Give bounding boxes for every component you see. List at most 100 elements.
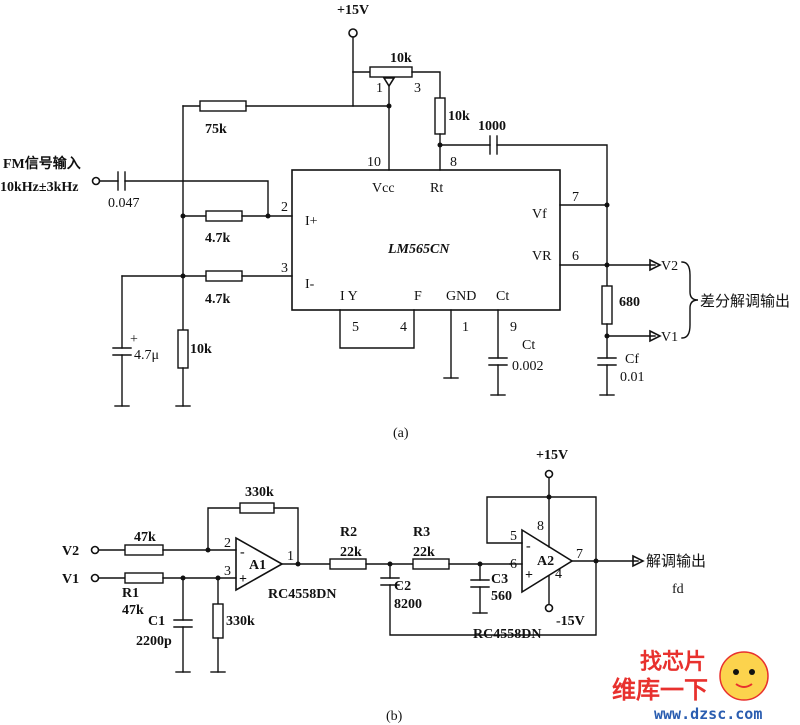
a2-name: A2	[537, 554, 554, 569]
a1-pin2: 2	[224, 536, 231, 551]
v2-arrow	[649, 258, 662, 272]
pin-number-5: 5	[352, 320, 359, 335]
ct-label: Ct	[522, 338, 535, 353]
diff-output-label: 差分解调输出	[700, 292, 790, 310]
r-680	[601, 285, 613, 325]
ic-lm565	[291, 169, 561, 311]
junction-pin8	[437, 142, 443, 148]
wire-pin5-pin4-loop	[339, 309, 415, 349]
watermark-url: www.dzsc.com	[654, 705, 762, 723]
r1-label: R1	[122, 586, 139, 601]
r2	[329, 558, 367, 570]
cf-value: 0.01	[620, 370, 645, 385]
a1-part: RC4558DN	[268, 587, 336, 602]
pin-number-8: 8	[450, 155, 457, 170]
r1-value: 47k	[122, 603, 144, 618]
r3	[412, 558, 450, 570]
cf-label: Cf	[625, 352, 639, 367]
r-330k-fb	[239, 502, 275, 514]
supply-terminal-b-pos	[544, 469, 554, 479]
watermark-line2: 维库一下	[612, 676, 708, 704]
r-10k-bottom	[177, 329, 189, 369]
pin-number-7: 7	[572, 190, 579, 205]
r-330k-fb-label: 330k	[245, 485, 274, 500]
pin-number-2: 2	[281, 200, 288, 215]
wire-fb-left	[207, 507, 241, 551]
pin-number-10: 10	[367, 155, 381, 170]
fm-input-label-line1: FM信号输入	[3, 155, 81, 172]
demod-output-label: 解调输出	[646, 552, 706, 570]
figure-b-caption: (b)	[386, 709, 403, 724]
supply-terminal-a	[348, 28, 358, 38]
fm-input-label-line2: 10kHz±3kHz	[0, 180, 78, 195]
junction-a2-out	[593, 558, 599, 564]
c2-label: C2	[394, 579, 411, 594]
r-47k-b	[205, 270, 243, 282]
pot-10k	[369, 66, 413, 78]
a2-pin4: 4	[555, 567, 562, 582]
r-330k-gnd	[212, 603, 224, 639]
r3-value: 22k	[413, 545, 435, 560]
r2-label: R2	[340, 525, 357, 540]
pin-vcc-label: Vcc	[372, 181, 395, 196]
pin-number-6: 6	[572, 249, 579, 264]
r-47k-b-label: 4.7k	[205, 292, 231, 307]
a2-part: RC4558DN	[473, 627, 541, 642]
a1-pin3: 3	[224, 564, 231, 579]
v1-label-a: V1	[661, 330, 678, 345]
pin-number-1: 1	[462, 320, 469, 335]
pin-number-3: 3	[281, 261, 288, 276]
c3-label: C3	[491, 572, 508, 587]
fd-label: fd	[672, 582, 684, 597]
v1-terminal-b	[90, 573, 100, 583]
supply-terminal-b-neg	[544, 603, 554, 613]
pot-pin1: 1	[376, 81, 383, 96]
c1-label: C1	[148, 614, 165, 629]
c-47u-plus: +	[130, 332, 138, 347]
wire-pot-right	[411, 71, 441, 99]
supply-label-a: +15V	[337, 3, 369, 18]
pot-pin3: 3	[414, 81, 421, 96]
a1-plus: +	[239, 572, 247, 587]
a2-pin5: 5	[510, 529, 517, 544]
r-10k-bottom-label: 10k	[190, 342, 212, 357]
r-75k-label: 75k	[205, 122, 227, 137]
a1-minus: -	[240, 545, 245, 560]
mascot-eye-right	[749, 669, 755, 675]
output-brace	[681, 261, 699, 339]
wire-fm-to-pin2	[124, 180, 293, 217]
c-47u-label: 4.7μ	[134, 348, 159, 363]
c-0047-label: 0.047	[108, 196, 140, 211]
fm-input-terminal	[91, 176, 101, 186]
r1	[124, 572, 164, 584]
supply-label-b-neg: -15V	[556, 614, 585, 629]
a2-minus: -	[526, 539, 531, 554]
r-10k-rt-label: 10k	[448, 109, 470, 124]
v1-label-b: V1	[62, 572, 79, 587]
pin-iy-label: I Y	[340, 289, 358, 304]
a1-pin1: 1	[287, 549, 294, 564]
a1-name: A1	[249, 558, 266, 573]
r-47k-a	[205, 210, 243, 222]
pin-ct-label: Ct	[496, 289, 509, 304]
c2-value: 8200	[394, 597, 422, 612]
wire-1000-right	[496, 144, 608, 206]
ic-name: LM565CN	[387, 242, 450, 257]
output-arrow-b	[632, 554, 645, 568]
v2-label-a: V2	[661, 259, 678, 274]
c1-value: 2200p	[136, 634, 172, 649]
r-330k-gnd-label: 330k	[226, 614, 255, 629]
pin-f-label: F	[414, 289, 422, 304]
r3-label: R3	[413, 525, 430, 540]
pin-number-9: 9	[510, 320, 517, 335]
junction-supply-b	[546, 494, 552, 500]
opamp-a1	[235, 536, 284, 592]
a2-pin8: 8	[537, 519, 544, 534]
junction-a1-out	[295, 561, 301, 567]
r-10k-rt	[434, 97, 446, 135]
a2-plus: +	[525, 568, 533, 583]
v1-arrow	[649, 329, 662, 343]
pin-gnd-label: GND	[446, 289, 476, 304]
opamp-a2	[521, 528, 574, 594]
